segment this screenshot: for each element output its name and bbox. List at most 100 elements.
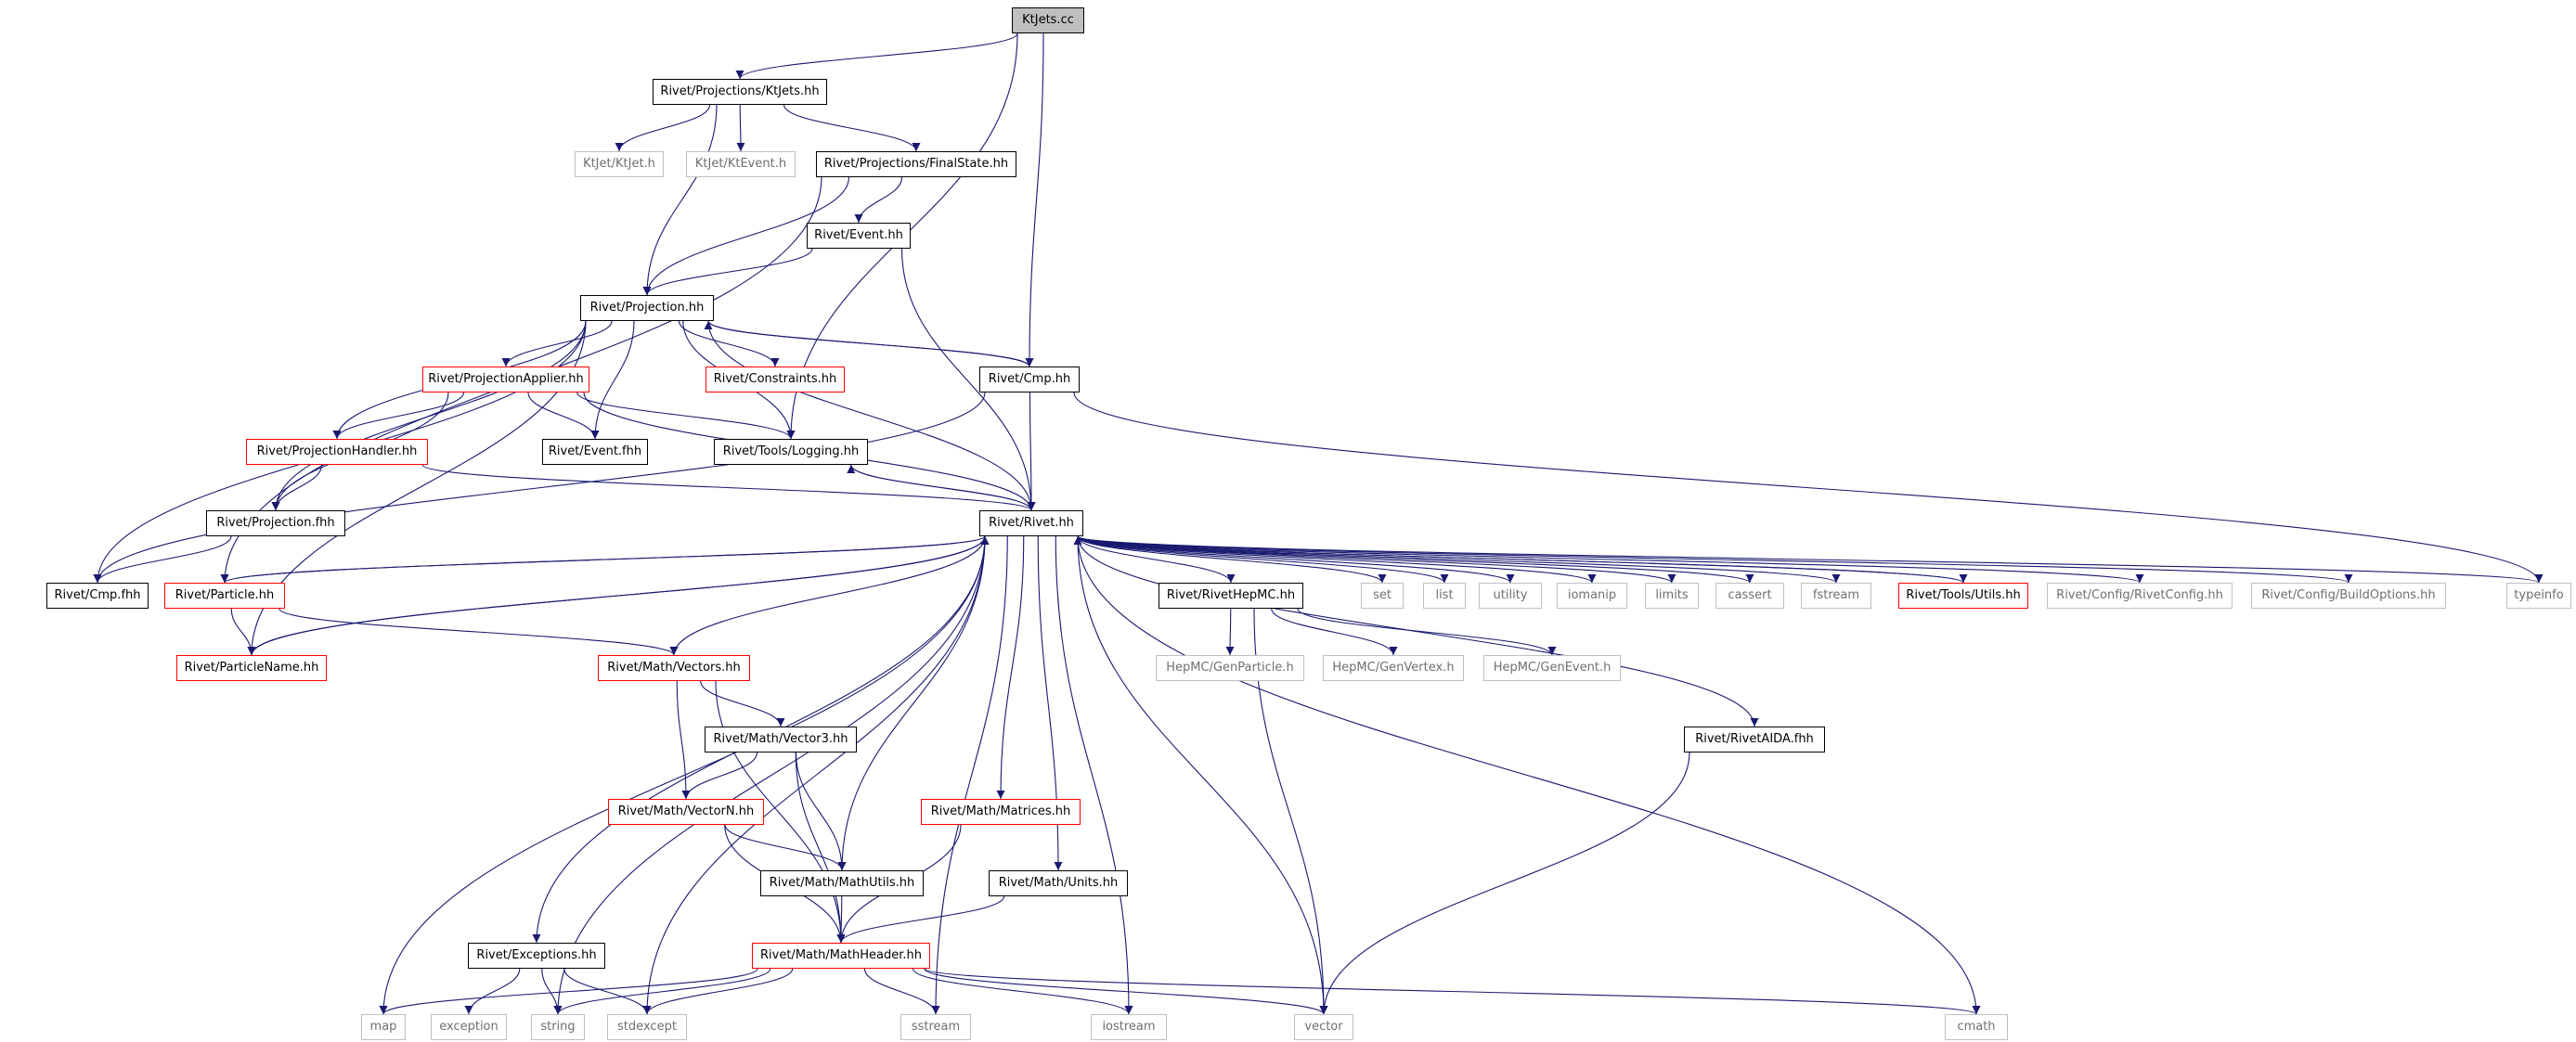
edge-layer: [93, 32, 2544, 1015]
graph-node-exceptions[interactable]: Rivet/Exceptions.hh: [468, 943, 605, 969]
graph-node-genvertex[interactable]: HepMC/GenVertex.h: [1323, 655, 1464, 681]
graph-node-ktevent-h[interactable]: KtJet/KtEvent.h: [686, 151, 796, 177]
edge-cmp-hh-to-typeinfo: [1073, 392, 2544, 584]
graph-node-matrices[interactable]: Rivet/Math/Matrices.hh: [921, 799, 1081, 825]
graph-node-typeinfo[interactable]: typeinfo: [2506, 583, 2571, 609]
graph-node-finalstate[interactable]: Rivet/Projections/FinalState.hh: [816, 151, 1016, 177]
graph-node-limits[interactable]: limits: [1645, 583, 1699, 609]
graph-node-cmath[interactable]: cmath: [1945, 1014, 2008, 1040]
graph-node-projapplier[interactable]: Rivet/ProjectionApplier.hh: [422, 367, 589, 392]
edge-projection-hh-to-projapplier: [501, 320, 613, 367]
edge-rivet-hh-to-typeinfo: [1077, 535, 2543, 584]
edge-proj-ktjets-to-ktjet-h: [615, 104, 711, 152]
graph-node-cassert[interactable]: cassert: [1715, 583, 1784, 609]
graph-node-event-fhh[interactable]: Rivet/Event.fhh: [542, 439, 648, 465]
edge-proj-ktjets-to-projection-hh: [642, 104, 718, 296]
edge-exceptions-to-string: [541, 968, 563, 1015]
graph-node-cmp-fhh[interactable]: Rivet/Cmp.fhh: [46, 583, 149, 609]
edge-rivet-hh-to-list: [1077, 535, 1449, 584]
edge-projhandler-to-projection-fhh: [271, 464, 323, 511]
edge-rivethepmc-to-genvertex: [1271, 608, 1398, 656]
edge-cmp-hh-to-projection-hh: [704, 320, 1030, 367]
edge-exceptions-to-exception: [464, 968, 521, 1015]
edge-projection-hh-to-constraints: [678, 320, 780, 367]
edge-units-to-mathheader: [836, 895, 1005, 944]
edge-utils-to-rivet-hh: [1073, 535, 1964, 584]
graph-node-mathutils[interactable]: Rivet/Math/MathUtils.hh: [760, 870, 924, 896]
graph-node-proj-ktjets[interactable]: Rivet/Projections/KtJets.hh: [653, 79, 827, 105]
graph-node-constraints[interactable]: Rivet/Constraints.hh: [705, 367, 845, 392]
edge-rivet-hh-to-fstream: [1077, 535, 1841, 584]
graph-node-units[interactable]: Rivet/Math/Units.hh: [989, 870, 1128, 896]
edge-rivethepmc-to-genparticle: [1225, 608, 1235, 656]
edge-projapplier-to-event-fhh: [527, 392, 600, 440]
graph-node-vector3[interactable]: Rivet/Math/Vector3.hh: [705, 727, 857, 753]
edge-rivethepmc-to-genevent: [1297, 608, 1557, 656]
edge-rivet-hh-to-rivethepmc: [1077, 535, 1236, 584]
graph-node-particle-hh[interactable]: Rivet/Particle.hh: [164, 583, 285, 609]
graph-node-rivetaida[interactable]: Rivet/RivetAIDA.fhh: [1684, 727, 1825, 753]
graph-node-particlename[interactable]: Rivet/ParticleName.hh: [176, 655, 327, 681]
graph-node-projection-fhh[interactable]: Rivet/Projection.fhh: [206, 510, 345, 536]
edge-rivet-hh-to-cmath: [1077, 535, 1981, 1015]
graph-node-set[interactable]: set: [1361, 583, 1404, 609]
graph-node-stdexcept[interactable]: stdexcept: [607, 1014, 687, 1040]
edge-rivet-hh-to-rivetconfig: [1077, 535, 2144, 584]
graph-node-genparticle[interactable]: HepMC/GenParticle.h: [1156, 655, 1304, 681]
edge-rivet-hh-to-buildoptions: [1077, 535, 2352, 584]
graph-node-iostream[interactable]: iostream: [1091, 1014, 1167, 1040]
edge-particlename-to-rivet-hh: [251, 535, 990, 656]
edge-mathheader-to-sstream: [863, 968, 940, 1015]
edge-rivet-hh-to-set: [1077, 535, 1387, 584]
graph-node-fstream[interactable]: fstream: [1801, 583, 1871, 609]
edge-rivet-hh-to-vectors: [669, 535, 986, 656]
graph-node-rivet-hh[interactable]: Rivet/Rivet.hh: [979, 510, 1083, 536]
graph-node-rivethepmc[interactable]: Rivet/RivetHepMC.hh: [1159, 583, 1303, 609]
graph-node-ktjet-h[interactable]: KtJet/KtJet.h: [575, 151, 664, 177]
graph-node-cmp-hh[interactable]: Rivet/Cmp.hh: [979, 367, 1080, 392]
edge-rivet-hh-to-limits: [1077, 535, 1676, 584]
edge-projection-hh-to-event-fhh: [590, 320, 635, 440]
edge-rivet-hh-to-cassert: [1077, 535, 1754, 584]
edge-projection-hh-to-projection-fhh: [271, 320, 587, 511]
graph-node-vectors[interactable]: Rivet/Math/Vectors.hh: [598, 655, 750, 681]
graph-node-map[interactable]: map: [361, 1014, 406, 1040]
edge-vectors-to-vectorn: [676, 680, 691, 800]
edge-vector3-to-vectorn: [681, 752, 758, 800]
graph-node-buildoptions[interactable]: Rivet/Config/BuildOptions.hh: [2251, 583, 2446, 609]
graph-node-sstream[interactable]: sstream: [900, 1014, 971, 1040]
graph-node-utility[interactable]: utility: [1479, 583, 1542, 609]
graph-node-vector[interactable]: vector: [1294, 1014, 1353, 1040]
graph-node-genevent[interactable]: HepMC/GenEvent.h: [1483, 655, 1621, 681]
edge-projapplier-to-projhandler: [332, 392, 465, 440]
edge-mathheader-to-vector: [924, 968, 1328, 1015]
graph-node-vectorn[interactable]: Rivet/Math/VectorN.hh: [608, 799, 764, 825]
graph-node-string[interactable]: string: [531, 1014, 585, 1040]
graph-node-projhandler[interactable]: Rivet/ProjectionHandler.hh: [246, 439, 428, 465]
edge-projhandler-to-rivet-hh: [421, 464, 1036, 511]
edge-projection-fhh-to-cmp-fhh: [93, 535, 232, 584]
graph-node-utils[interactable]: Rivet/Tools/Utils.hh: [1898, 583, 2028, 609]
edge-rivet-hh-to-iostream: [1055, 535, 1133, 1015]
graph-node-ktjets-cc[interactable]: KtJets.cc: [1012, 7, 1084, 33]
graph-node-iomanip[interactable]: iomanip: [1557, 583, 1627, 609]
graph-node-list[interactable]: list: [1423, 583, 1466, 609]
edge-rivet-hh-to-iomanip: [1077, 535, 1597, 584]
edge-event-hh-to-projection-hh: [642, 248, 813, 296]
edge-rivet-hh-to-mathutils: [837, 535, 986, 871]
edge-particle-hh-to-particlename: [230, 608, 256, 656]
graph-node-mathheader[interactable]: Rivet/Math/MathHeader.hh: [752, 943, 930, 969]
graph-node-logging[interactable]: Rivet/Tools/Logging.hh: [714, 439, 868, 465]
edge-vectors-to-mathheader: [715, 680, 846, 944]
edge-rivetaida-to-vector: [1319, 752, 1690, 1015]
graph-node-exception[interactable]: exception: [431, 1014, 507, 1040]
edge-mathheader-to-stdexcept: [642, 968, 794, 1015]
edge-cmp-hh-to-rivet-hh: [1027, 392, 1036, 511]
edge-mathheader-to-string: [553, 968, 771, 1015]
edge-rivet-hh-to-sstream: [931, 535, 1008, 1015]
edge-rivet-hh-to-matrices: [996, 535, 1025, 800]
graph-node-rivetconfig[interactable]: Rivet/Config/RivetConfig.hh: [2047, 583, 2233, 609]
graph-node-projection-hh[interactable]: Rivet/Projection.hh: [580, 295, 714, 321]
graph-node-event-hh[interactable]: Rivet/Event.hh: [807, 223, 911, 249]
